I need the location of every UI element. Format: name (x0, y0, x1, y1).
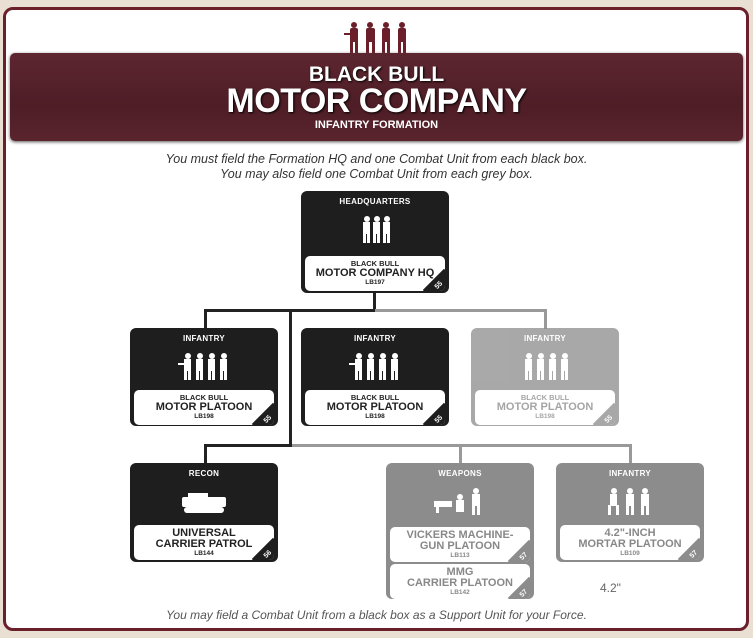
unit-name-line1: BLACK BULL (520, 393, 570, 402)
carrier-vehicle-icon (182, 493, 226, 513)
unit-card[interactable]: UNIVERSAL CARRIER PATROL LB144 56 (134, 525, 274, 560)
unit-card-alt[interactable]: MMG CARRIER PLATOON LB142 57 (390, 564, 530, 599)
unit-name-line2: MORTAR PLATOON (578, 538, 682, 550)
machine-gun-team-icon (434, 488, 480, 515)
unit-name-line1: VICKERS MACHINE- (406, 529, 514, 541)
connector (629, 444, 632, 464)
formation-type: INFANTRY FORMATION (314, 119, 439, 131)
unit-box-recon[interactable]: RECON UNIVERSAL CARRIER PATROL LB144 56 (130, 463, 278, 562)
unit-code: LB144 (194, 550, 214, 557)
connector (375, 309, 546, 312)
unit-box-hq[interactable]: HEADQUARTERS BLACK BULL MOTOR COMPANY HQ… (301, 191, 449, 293)
unit-name-line1: BLACK BULL (179, 393, 229, 402)
unit-card[interactable]: BLACK BULL MOTOR COMPANY HQ LB197 55 (305, 256, 445, 291)
connector (373, 292, 376, 312)
box-category: INFANTRY (353, 334, 397, 343)
unit-name-line1: BLACK BULL (350, 393, 400, 402)
box-category: INFANTRY (608, 469, 652, 478)
formation-banner: BLACK BULL MOTOR COMPANY INFANTRY FORMAT… (10, 53, 743, 141)
unit-code: LB198 (194, 413, 214, 420)
connector (204, 309, 207, 329)
instruction-line: You may also field one Combat Unit from … (220, 167, 533, 181)
box-category: INFANTRY (182, 334, 226, 343)
unit-name-line1: 4.2"-INCH (604, 527, 656, 539)
instructions: You must field the Formation HQ and one … (0, 152, 753, 182)
unit-card[interactable]: VICKERS MACHINE- GUN PLATOON LB113 57 (390, 527, 530, 562)
box-category: WEAPONS (438, 469, 482, 478)
unit-box-infantry[interactable]: INFANTRY BLACK BULL MOTOR PLATOON LB198 … (130, 328, 278, 426)
unit-name-line2: MOTOR PLATOON (155, 401, 253, 413)
connector (289, 309, 292, 447)
infantry-icon (525, 353, 568, 380)
unit-code: LB197 (365, 279, 385, 286)
unit-name-line2: MOTOR PLATOON (326, 401, 424, 413)
infantry-icon (363, 216, 390, 243)
unit-name-line2: MOTOR COMPANY HQ (315, 267, 435, 279)
box-category: RECON (188, 469, 220, 478)
unit-code: LB113 (450, 552, 470, 559)
unit-code: LB109 (620, 550, 640, 557)
unit-name-line2: GUN PLATOON (419, 540, 501, 552)
mortar-note: 4.2" (600, 581, 621, 595)
unit-name-line1: MMG (446, 566, 474, 578)
banner-title: MOTOR COMPANY (226, 82, 527, 120)
unit-name-line2: CARRIER PLATOON (407, 577, 513, 589)
soldiers-icon (344, 22, 406, 53)
unit-code: LB198 (365, 413, 385, 420)
box-category: HEADQUARTERS (339, 197, 411, 206)
mortar-team-icon (608, 488, 649, 515)
banner-subtitle: BLACK BULL (308, 63, 445, 86)
infantry-icon (349, 353, 398, 380)
unit-name-line2: CARRIER PATROL (155, 538, 253, 550)
unit-box-mortar[interactable]: INFANTRY 4.2"-INCH MORTAR PLATOON LB109 … (556, 463, 704, 562)
unit-name-line2: MOTOR PLATOON (496, 401, 594, 413)
unit-code: LB142 (450, 589, 470, 596)
unit-code: LB198 (535, 413, 555, 420)
unit-card[interactable]: BLACK BULL MOTOR PLATOON LB198 55 (134, 390, 274, 425)
unit-box-infantry-optional[interactable]: INFANTRY BLACK BULL MOTOR PLATOON LB198 … (471, 328, 619, 426)
unit-name-line1: UNIVERSAL (172, 527, 236, 539)
unit-card[interactable]: 4.2"-INCH MORTAR PLATOON LB109 57 (560, 525, 700, 560)
unit-box-weapons[interactable]: WEAPONS VICKERS MACHINE- GUN PLATOON LB1… (386, 463, 534, 599)
infantry-icon (178, 353, 227, 380)
connector (459, 444, 462, 464)
unit-card[interactable]: BLACK BULL MOTOR PLATOON LB198 55 (475, 390, 615, 425)
connector (204, 444, 292, 447)
connector (204, 444, 207, 464)
unit-box-infantry[interactable]: INFANTRY BLACK BULL MOTOR PLATOON LB198 … (301, 328, 449, 426)
instruction-line: You must field the Formation HQ and one … (165, 152, 588, 166)
unit-name-line1: BLACK BULL (350, 259, 400, 268)
box-category: INFANTRY (523, 334, 567, 343)
footer-note: You may field a Combat Unit from a black… (166, 608, 587, 622)
unit-card[interactable]: BLACK BULL MOTOR PLATOON LB198 55 (305, 390, 445, 425)
connector (544, 309, 547, 329)
